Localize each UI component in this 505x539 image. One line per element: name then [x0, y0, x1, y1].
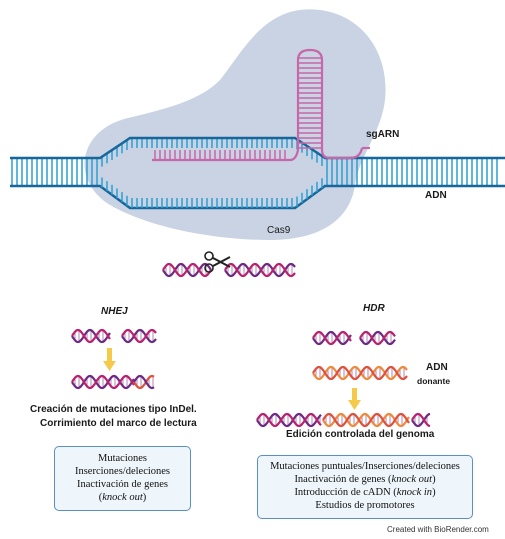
- helix-strand-b: [256, 412, 322, 428]
- biorender-credit: Created with BioRender.com: [387, 525, 489, 534]
- nhej-arrow-icon: [103, 348, 116, 371]
- helix-strand-a: [359, 330, 396, 346]
- helix-strand-b: [411, 412, 431, 428]
- helix-strand-b: [162, 262, 212, 278]
- helix-strand-a: [121, 328, 157, 344]
- donor-dna-label-line2: donante: [417, 376, 451, 386]
- nhej-app-line4: (knock out): [98, 492, 147, 503]
- hdr-arrow-icon: [348, 388, 361, 410]
- sgrna-molecule: [152, 48, 370, 162]
- helix-strand-a: [133, 374, 155, 390]
- helix-strand-a: [411, 412, 431, 428]
- helix-strand-b: [121, 328, 157, 344]
- hdr-applications-box: Mutaciones puntuales/Inserciones/delecio…: [257, 455, 473, 519]
- hdr-repaired-helix: [256, 412, 431, 428]
- helix-strand-b: [359, 330, 396, 346]
- donor-dna-helix: [312, 365, 408, 381]
- helix-strand-b: [71, 328, 111, 344]
- helix-strand-b: [312, 365, 408, 381]
- dna-label: ADN: [425, 190, 447, 201]
- helix-strand-b: [224, 262, 296, 278]
- donor-dna-label-line1: ADN: [426, 362, 448, 373]
- helix-strand-b: [322, 412, 410, 428]
- nhej-result-line2: Corrimiento del marco de lectura: [40, 418, 197, 429]
- nhej-result-line1: Creación de mutaciones tipo InDel.: [30, 404, 197, 415]
- hdr-broken-helix: [312, 330, 396, 346]
- helix-strand-b: [312, 330, 352, 346]
- helix-strand-a: [256, 412, 322, 428]
- hdr-app-line4: Estudios de promotores: [315, 500, 415, 511]
- nhej-repaired-helix: [71, 374, 155, 390]
- hdr-app-line2: Inactivación de genes (knock out): [294, 474, 436, 485]
- hdr-app-line3: Introducción de cADN (knock in): [294, 487, 436, 498]
- helix-strand-a: [312, 330, 352, 346]
- nhej-app-line1: Mutaciones: [98, 453, 147, 464]
- scissors-icon: [204, 251, 231, 273]
- nhej-app-line2: Inserciones/deleciones: [74, 466, 171, 477]
- helix-strand-b: [71, 374, 135, 390]
- nhej-app-line3: Inactivación de genes: [77, 479, 168, 490]
- cas9-label: Cas9: [267, 225, 291, 236]
- cas9-protein-shape: [84, 9, 386, 241]
- hdr-app-line1: Mutaciones puntuales/Inserciones/delecio…: [270, 461, 460, 472]
- helix-strand-a: [71, 374, 135, 390]
- hdr-result-label: Edición controlada del genoma: [286, 429, 435, 440]
- nhej-applications-box: Mutaciones Inserciones/deleciones Inacti…: [54, 446, 191, 511]
- helix-strand-a: [71, 328, 111, 344]
- nhej-broken-helix: [71, 328, 157, 344]
- sgrna-label: sgARN: [366, 129, 400, 140]
- hdr-label: HDR: [363, 303, 385, 314]
- helix-strand-a: [312, 365, 408, 381]
- nhej-label: NHEJ: [101, 306, 128, 317]
- helix-strand-b: [133, 374, 155, 390]
